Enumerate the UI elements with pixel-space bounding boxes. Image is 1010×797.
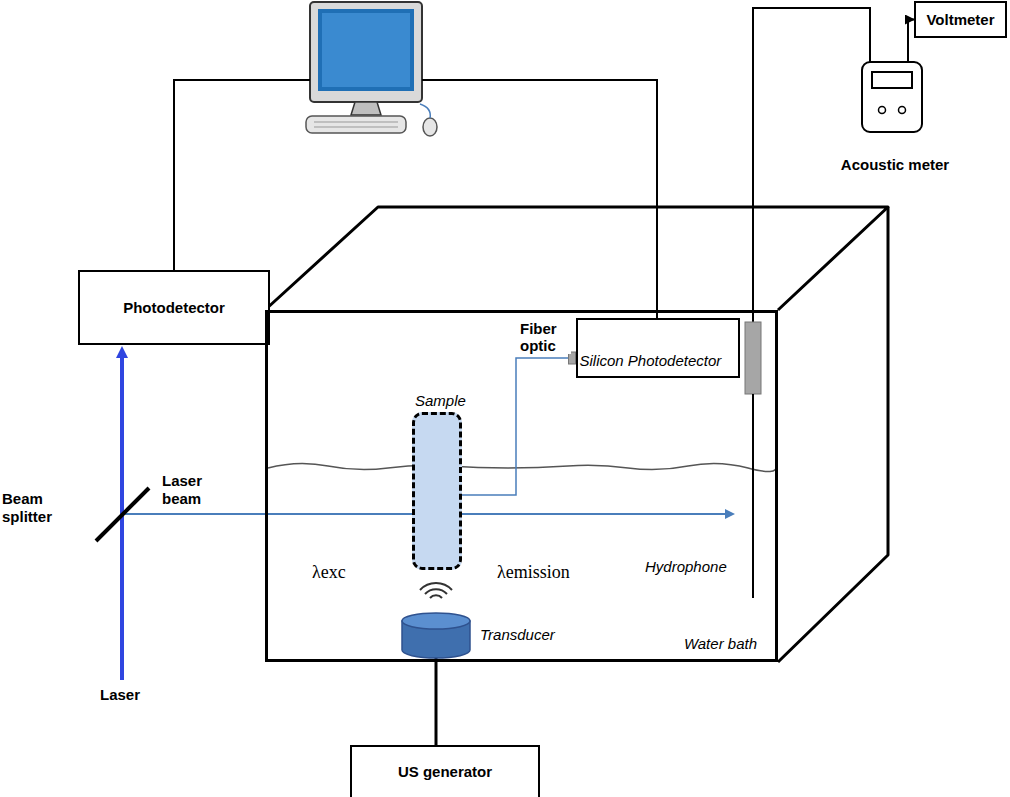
wavelength-label: λemission (497, 562, 570, 583)
water-bath-outline (265, 207, 888, 662)
hydrophone: Hydrophone (645, 322, 765, 602)
computer-icon (306, 2, 437, 136)
fiber-optic (462, 358, 569, 495)
wavelength-label: λexc (312, 562, 346, 583)
box-label: US generator (398, 763, 492, 781)
sample-label: Sample (415, 392, 441, 410)
box-label: Voltmeter (926, 11, 994, 29)
water-surface (268, 463, 776, 471)
device-label: Acoustic meter (810, 156, 980, 174)
acoustic-meter: Acoustic meter (810, 60, 980, 180)
water-bath: Water bath Sample Silicon PhotodetectorHyd… (265, 310, 778, 662)
instrument-box: Photodetector (78, 270, 270, 345)
bath-label: Water bath (684, 635, 757, 653)
device-label: Transducer (480, 626, 572, 654)
data-wire (422, 80, 657, 318)
connector-label: Fiber optic (519, 320, 571, 354)
box-label: Photodetector (123, 299, 225, 317)
beam-splitter (96, 488, 149, 541)
box-label: Silicon Photodetector (580, 352, 720, 370)
signal-wire (435, 658, 438, 745)
instrument-box: Voltmeter (914, 1, 1007, 38)
ultrasound-waves (420, 583, 452, 598)
source-label: Laser (100, 686, 140, 704)
sample-cuvette: Sample (412, 412, 462, 570)
instrument-box: Silicon Photodetector (576, 318, 740, 378)
part-label: Beam splitter (2, 490, 74, 526)
transducer: Transducer (400, 612, 590, 660)
beam-label: Laser beam (162, 472, 222, 508)
meter-device (810, 60, 980, 150)
instrument-box: US generator (350, 745, 540, 797)
transducer-cylinder (400, 612, 474, 660)
data-wire (174, 80, 310, 270)
device-label: Hydrophone (645, 558, 747, 596)
